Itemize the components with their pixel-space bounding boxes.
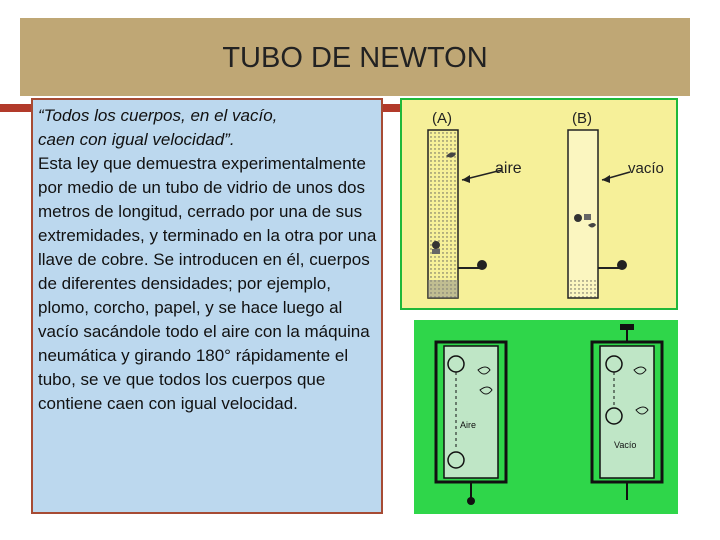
newton-tube-diagram-ab: (A) aire (B) vacío — [400, 98, 678, 310]
quote-line-1: “Todos los cuerpos, en el vacío, — [38, 106, 278, 125]
ball-left-bottom — [447, 451, 465, 469]
arrow-vacuum-head — [602, 175, 610, 183]
valve-a — [477, 260, 487, 270]
label-aire-green: Aire — [460, 420, 476, 430]
feathers-left — [477, 366, 493, 395]
cork-a — [432, 249, 440, 254]
feather-b — [588, 223, 596, 228]
valve-left — [467, 497, 475, 505]
label-b: (B) — [572, 110, 592, 127]
ball-right-bottom — [605, 407, 623, 425]
valve-right — [620, 324, 634, 330]
lead-ball-a — [432, 241, 440, 249]
lead-ball-b — [574, 214, 582, 222]
cork-b — [584, 214, 591, 220]
arrow-air-head — [462, 175, 470, 183]
label-aire: aire — [495, 160, 522, 177]
feather-a — [446, 152, 456, 158]
feathers-right — [633, 366, 649, 415]
body-text: Esta ley que demuestra experimentalmente… — [38, 154, 377, 413]
tube-b — [567, 129, 599, 299]
tube-right — [599, 345, 655, 479]
title-bar: TUBO DE NEWTON — [20, 18, 690, 96]
slide-title: TUBO DE NEWTON — [222, 42, 488, 74]
newton-tube-diagram-green: Aire Vacío — [414, 320, 678, 514]
tube-ab-svg: (A) aire (B) vacío — [427, 110, 664, 299]
label-vacio-green: Vacío — [614, 440, 636, 450]
tube-b-base — [568, 280, 598, 298]
quote-line-2: caen con igual velocidad”. — [38, 130, 235, 149]
valve-b — [617, 260, 627, 270]
text-box: “Todos los cuerpos, en el vacío, caen co… — [31, 98, 383, 514]
tube-green-svg: Aire Vacío — [434, 324, 664, 505]
label-vacio: vacío — [628, 160, 664, 177]
tube-left — [443, 345, 499, 479]
label-a: (A) — [432, 110, 452, 127]
tube-a-base — [428, 280, 458, 298]
